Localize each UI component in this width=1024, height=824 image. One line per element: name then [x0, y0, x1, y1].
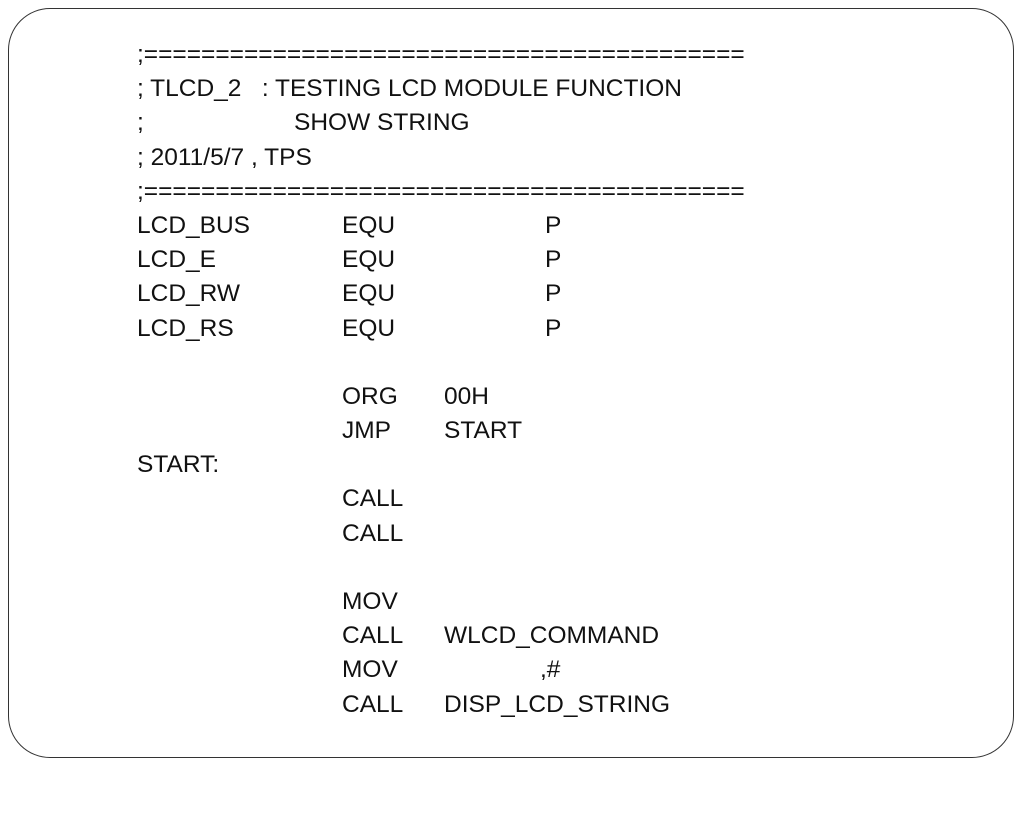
equate-value: P — [545, 246, 562, 274]
jmp-arg: START — [444, 417, 523, 445]
header-separator-top: ;=======================================… — [137, 38, 745, 72]
equate-line: LCD_RS EQU P — [137, 312, 561, 346]
equate-line: LCD_E EQU P — [137, 243, 561, 277]
equate-value: P — [545, 314, 562, 342]
equate-value: P — [545, 280, 562, 308]
mov-line: MOV — [137, 585, 398, 619]
mov-line: MOV ,# — [137, 653, 560, 687]
equate-op: EQU — [342, 211, 396, 239]
subtitle-prefix: ; — [137, 109, 144, 137]
call-op: CALL — [342, 519, 404, 547]
equate-label: LCD_RW — [137, 280, 241, 308]
mov-arg: ,# — [540, 656, 561, 684]
subtitle-text: SHOW STRING — [294, 109, 470, 137]
org-line: ORG 00H — [137, 380, 489, 414]
equate-value: P — [545, 211, 562, 239]
jmp-line: JMP START — [137, 414, 522, 448]
start-label: START: — [137, 451, 220, 479]
header-title-line: ; TLCD_2 : TESTING LCD MODULE FUNCTION — [137, 72, 682, 106]
separator-text: ;=======================================… — [137, 41, 745, 68]
slide-frame: ;=======================================… — [8, 8, 1014, 758]
start-label-line: START: — [137, 448, 219, 482]
mov-op: MOV — [342, 656, 398, 684]
call-op: CALL — [342, 485, 404, 513]
equate-line: LCD_BUS EQU P — [137, 209, 561, 243]
title-comment: ; TLCD_2 : TESTING LCD MODULE FUNCTION — [137, 75, 682, 103]
equate-label: LCD_RS — [137, 314, 234, 342]
equate-line: LCD_RW EQU P — [137, 277, 561, 311]
call-line: CALL — [137, 517, 403, 551]
call-op: CALL — [342, 622, 404, 650]
header-date-line: ; 2011/5/7 , TPS — [137, 141, 312, 175]
equate-op: EQU — [342, 314, 396, 342]
date-comment: ; 2011/5/7 , TPS — [137, 143, 312, 171]
blank-line — [137, 346, 178, 380]
call-line: CALL DISP_LCD_STRING — [137, 688, 670, 722]
equate-op: EQU — [342, 280, 396, 308]
call-arg: DISP_LCD_STRING — [444, 690, 671, 718]
blank-line — [137, 551, 178, 585]
org-op: ORG — [342, 382, 398, 410]
equate-op: EQU — [342, 246, 396, 274]
org-arg: 00H — [444, 382, 489, 410]
mov-op: MOV — [342, 588, 398, 615]
call-line: CALL — [137, 482, 403, 516]
header-subtitle-line: ; SHOW STRING — [137, 106, 470, 140]
header-separator-bottom: ;=======================================… — [137, 175, 745, 209]
call-arg: WLCD_COMMAND — [444, 622, 660, 650]
call-op: CALL — [342, 690, 404, 718]
call-line: CALL WLCD_COMMAND — [137, 619, 659, 653]
jmp-op: JMP — [342, 417, 391, 445]
separator-text: ;=======================================… — [137, 177, 745, 205]
code-listing: ;=======================================… — [137, 38, 745, 722]
equate-label: LCD_E — [137, 246, 216, 274]
equate-label: LCD_BUS — [137, 211, 251, 239]
